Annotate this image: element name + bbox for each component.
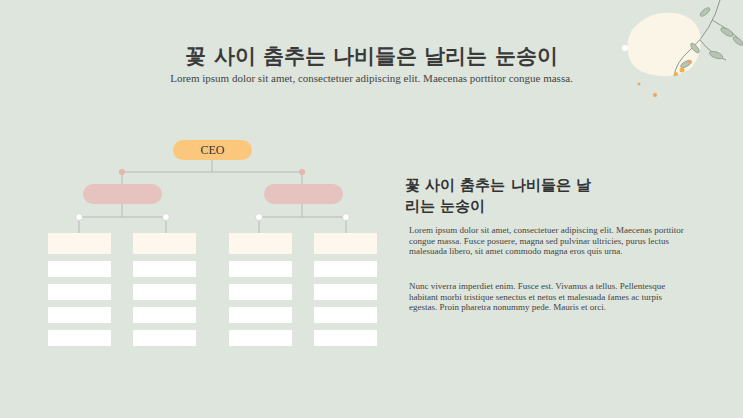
node-text: CEO: [201, 143, 225, 158]
body-paragraph: Nunc viverra imperdiet enim. Fusce est. …: [409, 281, 691, 313]
subtitle: Lorem ipsum dolor sit amet, consectetuer…: [60, 72, 683, 84]
section-heading: 꽃 사이 춤추는 나비들은 날리는 눈송이: [405, 175, 605, 217]
ceo-pill: CEO: [173, 140, 252, 160]
body-paragraph: Lorem ipsum dolor sit amet, consectetuer…: [409, 225, 691, 257]
slide-title: 꽃 사이 춤추는 나비들은 날리는 눈송이: [0, 42, 743, 70]
